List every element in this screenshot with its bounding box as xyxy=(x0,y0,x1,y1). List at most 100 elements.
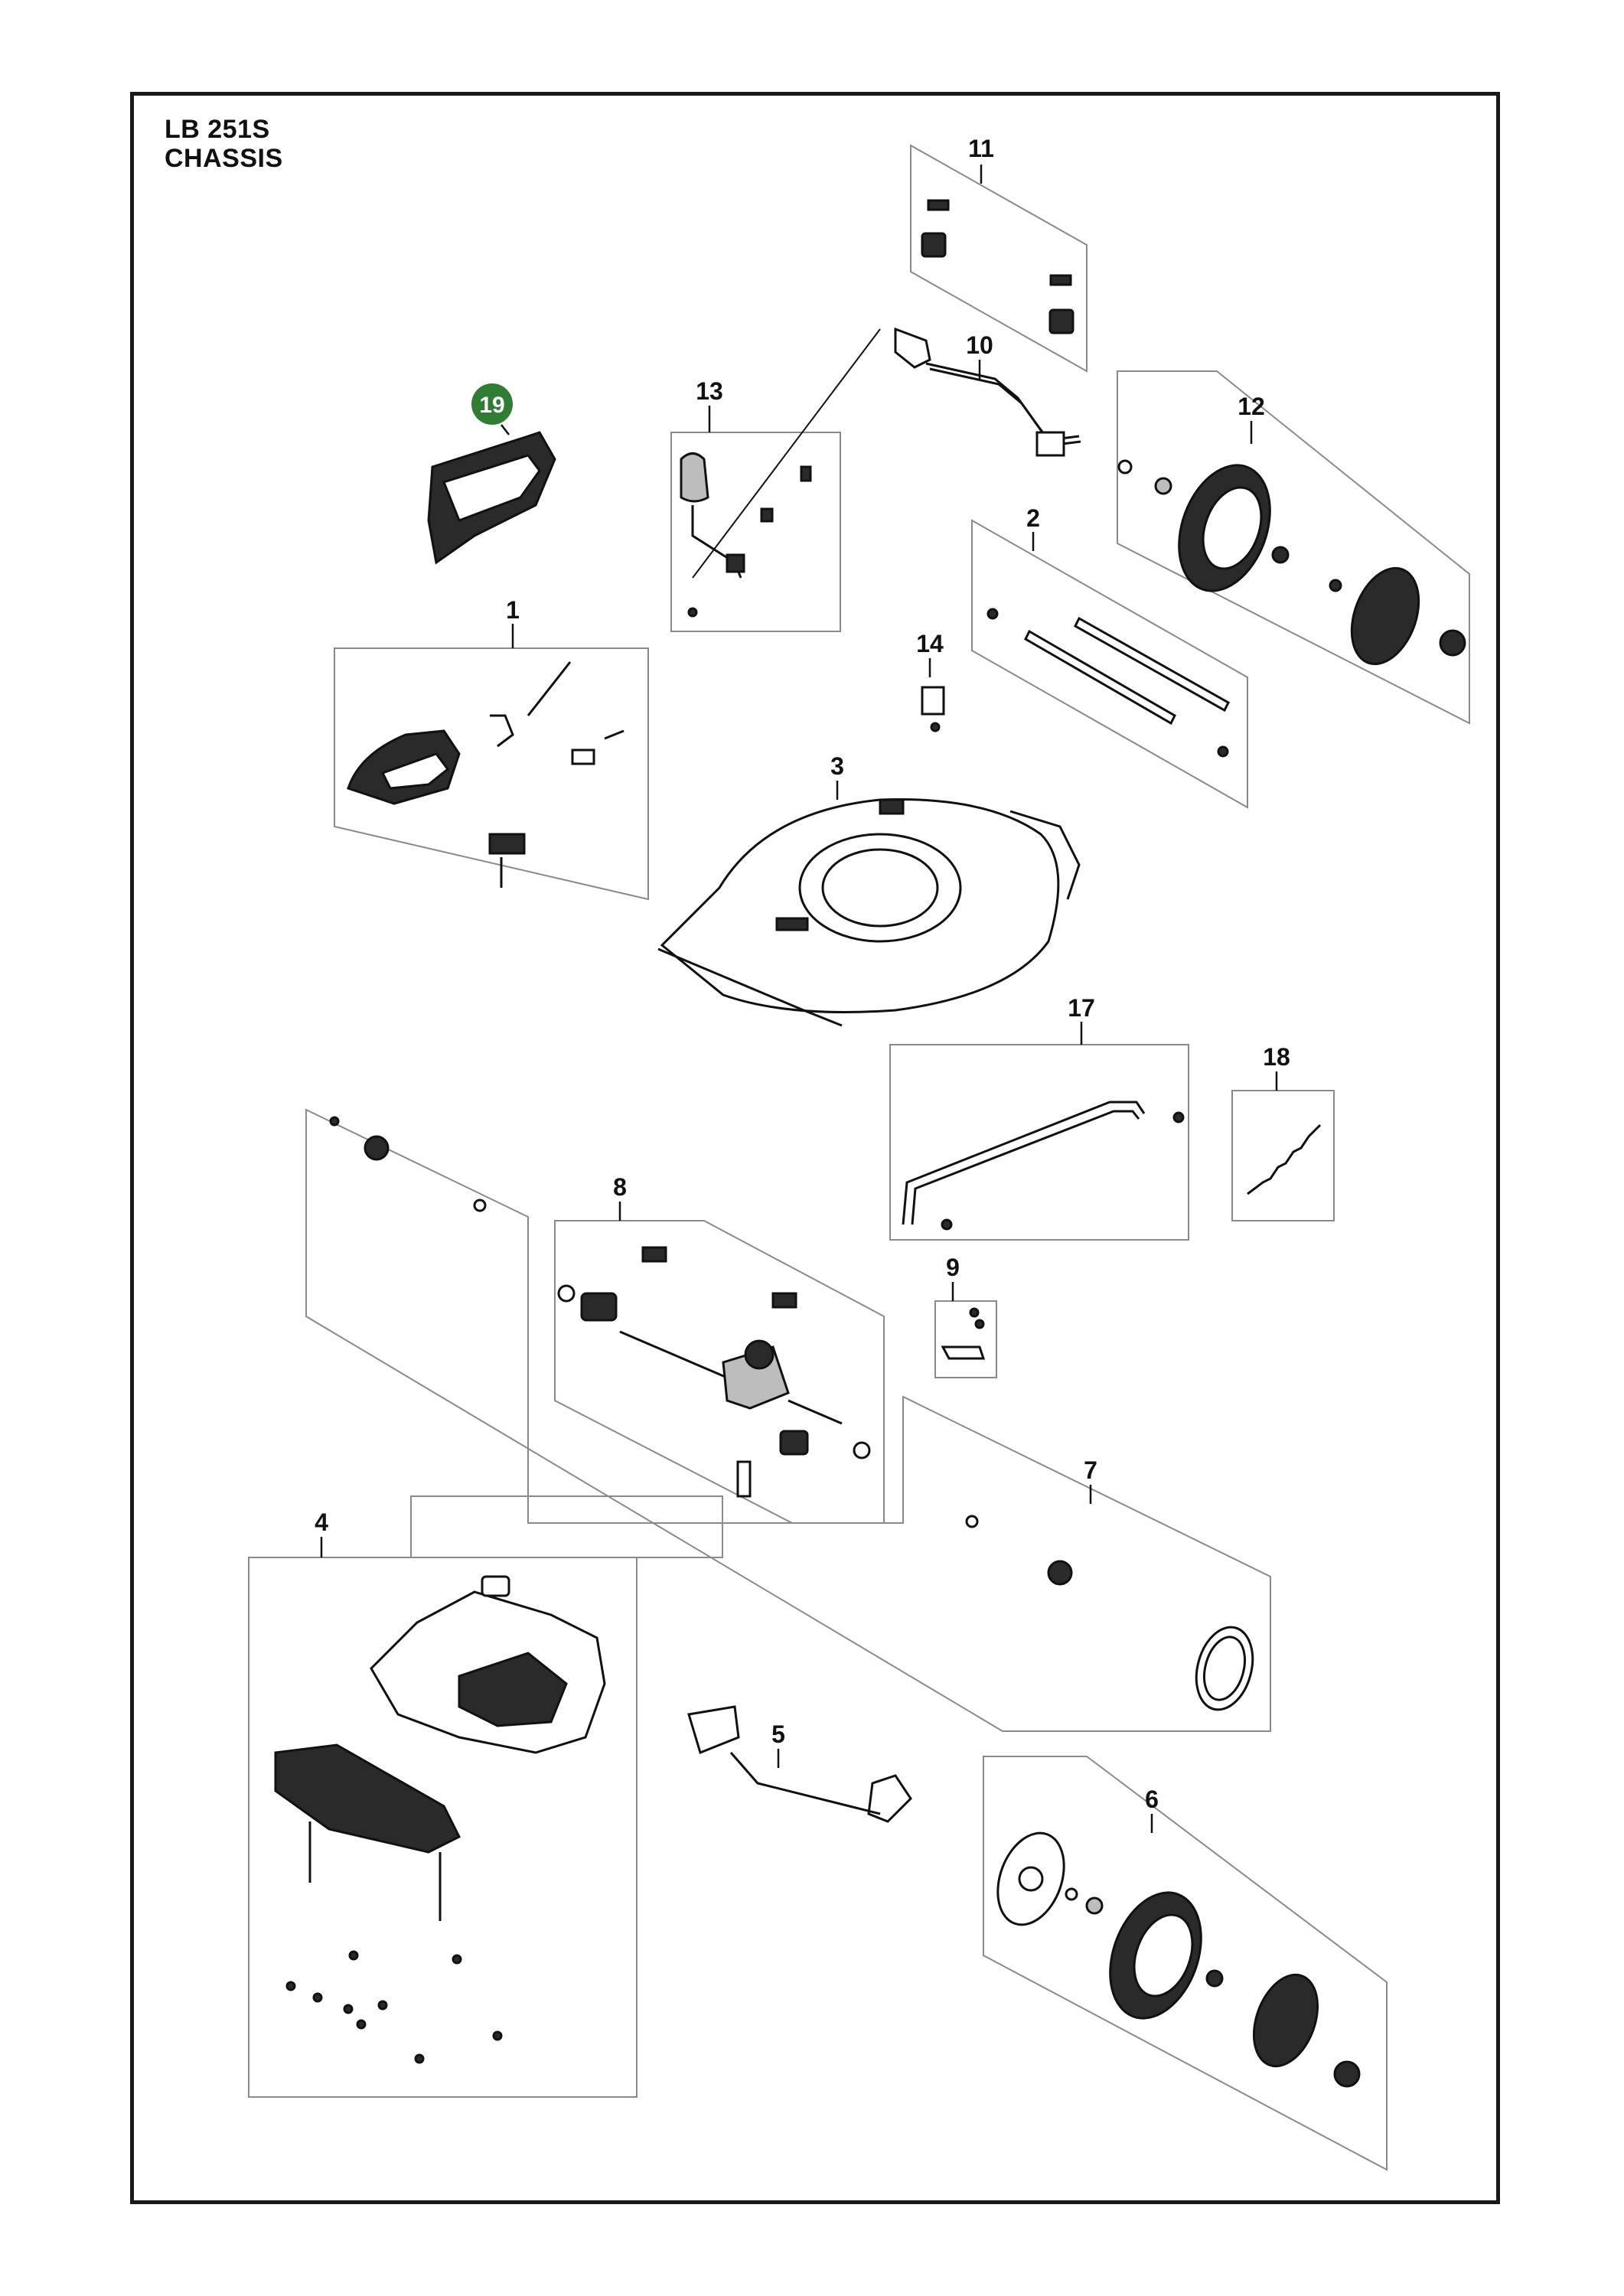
callout-5: 5 xyxy=(771,1720,785,1748)
o-ring-right xyxy=(965,1515,979,1528)
part-19-group[interactable]: 19 xyxy=(427,383,556,565)
rear-wheel-disc xyxy=(996,1831,1065,1926)
gearbox-clip-b xyxy=(771,1292,797,1309)
callout-11: 11 xyxy=(968,135,994,162)
part-11-group[interactable]: 11 xyxy=(910,135,1088,373)
rod-upper xyxy=(1074,616,1230,713)
part-9-group[interactable]: 9 xyxy=(934,1254,997,1378)
rod-screw-left xyxy=(986,608,999,620)
callout-10: 10 xyxy=(966,331,993,359)
callout-1: 1 xyxy=(506,596,520,624)
axle-rod xyxy=(925,362,1080,442)
latch-bottom-right xyxy=(1048,308,1075,334)
part-18-group[interactable]: 18 xyxy=(1231,1043,1335,1221)
latch-top-left xyxy=(927,199,950,211)
callout-3: 3 xyxy=(830,752,844,780)
callout-19-badge xyxy=(471,383,513,425)
rear-axle-plate-left xyxy=(687,1705,740,1755)
lever-grip xyxy=(680,452,709,503)
part-12-group[interactable]: 12 xyxy=(1117,370,1470,725)
rod-lower xyxy=(1024,629,1176,726)
part-7-group[interactable]: 7 xyxy=(305,1108,1271,1732)
rear-nut xyxy=(1333,2060,1361,2088)
drive-shaft-left xyxy=(619,1330,728,1379)
deck-clip-top xyxy=(879,798,905,815)
bushing-right xyxy=(853,1441,871,1459)
screw-9a xyxy=(969,1307,980,1318)
callout-18: 18 xyxy=(1263,1043,1290,1071)
latch-top-right xyxy=(1049,274,1072,286)
rear-axle-plate-right xyxy=(867,1774,912,1823)
pin-1 xyxy=(604,729,624,740)
rear-flap-badge-area xyxy=(458,1652,568,1727)
part-4-group[interactable]: 4 xyxy=(248,1495,723,2098)
lever-clip xyxy=(760,507,774,523)
gearbox-top xyxy=(744,1339,774,1370)
coupling-left xyxy=(580,1292,618,1322)
washer-12 xyxy=(1117,459,1133,475)
part-18-box xyxy=(1231,1090,1335,1221)
deck-clip-left xyxy=(775,917,809,931)
drive-ring-gear xyxy=(1195,1626,1254,1711)
rear-bearing xyxy=(1085,1896,1104,1915)
callout-9: 9 xyxy=(946,1254,960,1281)
rear-hubcap xyxy=(1252,1973,1319,2068)
diagram-frame xyxy=(130,92,1500,2204)
spring-1 xyxy=(490,714,514,748)
handle-bar-nut-top xyxy=(1172,1111,1185,1124)
rear-bearing-outer xyxy=(1205,1969,1224,1988)
rear-cover-face xyxy=(442,454,541,522)
part-2-group[interactable]: 2 xyxy=(971,504,1248,809)
clip-14 xyxy=(921,686,945,716)
rear-washer xyxy=(1065,1887,1078,1901)
drive-shaft-right xyxy=(788,1399,843,1425)
callout-4: 4 xyxy=(315,1508,328,1536)
handle-grip-face xyxy=(380,752,450,790)
deck-front-edge xyxy=(657,947,843,1027)
part-14-group[interactable]: 14 xyxy=(916,630,945,732)
lever-screw xyxy=(687,607,698,618)
bearing-12 xyxy=(1154,477,1172,495)
part-17-group[interactable]: 17 xyxy=(889,994,1189,1241)
rod-1 xyxy=(527,661,572,716)
coupling-right xyxy=(779,1430,809,1456)
lever-pivot xyxy=(726,553,745,573)
handle-bar-nut-bottom xyxy=(941,1218,953,1231)
lever-pin xyxy=(800,465,812,482)
handle-bar-edge xyxy=(911,1110,1140,1225)
callout-14: 14 xyxy=(916,630,944,657)
latch-bottom-left xyxy=(921,232,947,258)
part-8-group[interactable]: 8 xyxy=(554,1173,885,1524)
part-1-group[interactable]: 1 xyxy=(334,596,649,901)
callout-17: 17 xyxy=(1068,994,1095,1022)
mount-1 xyxy=(488,833,526,855)
rear-wheel-hub xyxy=(1133,1913,1194,1998)
gearbox-clip-a xyxy=(641,1246,667,1263)
front-bearing xyxy=(1271,546,1290,564)
callout-7: 7 xyxy=(1084,1456,1097,1484)
part-3-group[interactable]: 3 xyxy=(657,752,1081,1027)
callout-6: 6 xyxy=(1145,1786,1159,1813)
callout-8: 8 xyxy=(613,1173,627,1201)
pinion-right xyxy=(1047,1560,1073,1586)
bracket-1 xyxy=(571,748,595,765)
drive-spring xyxy=(736,1460,752,1498)
rod-screw-right xyxy=(1217,745,1229,758)
deck-rear-bracket xyxy=(1009,810,1081,900)
model-title: LB 251S xyxy=(165,115,270,144)
pinion-left xyxy=(364,1135,390,1161)
screw-9b xyxy=(974,1319,985,1329)
o-ring-left xyxy=(473,1199,487,1212)
rear-mount-plate xyxy=(274,1743,461,1854)
front-hubcap xyxy=(1350,566,1420,666)
part-10-group[interactable]: 10 xyxy=(894,327,1081,457)
part-5-group[interactable]: 5 xyxy=(687,1705,912,1823)
part-6-group[interactable]: 6 xyxy=(983,1756,1388,2171)
part-13-group[interactable]: 13 xyxy=(670,328,881,632)
rear-axle-rod xyxy=(729,1752,881,1815)
front-washer xyxy=(1329,579,1342,592)
section-title: CHASSIS xyxy=(165,144,283,173)
tension-spring xyxy=(1247,1124,1322,1195)
bushing-left xyxy=(557,1284,576,1303)
